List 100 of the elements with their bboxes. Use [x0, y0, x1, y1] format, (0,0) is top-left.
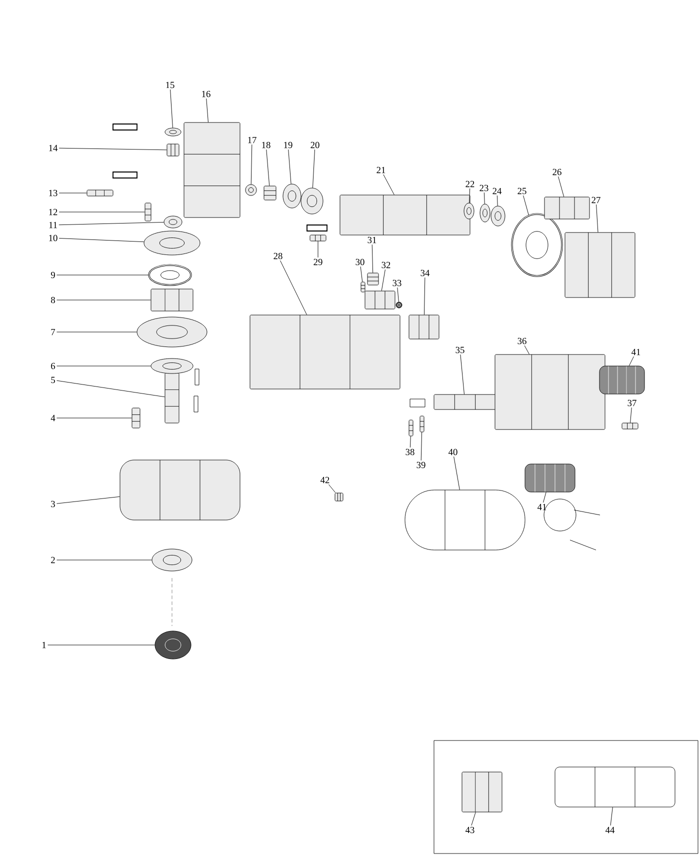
leader-line — [58, 238, 144, 242]
screw-drawing — [420, 416, 424, 432]
leader-line — [372, 244, 374, 273]
leader-line — [250, 144, 252, 185]
washer-drawing — [300, 188, 324, 214]
brush-holder-drawing — [364, 290, 396, 310]
leader-line — [410, 436, 411, 448]
leader-line — [381, 269, 386, 291]
callout-number: 30 — [356, 258, 364, 266]
bearing-drawing — [480, 204, 490, 222]
motor-housing-drawing — [250, 314, 400, 390]
leader-line — [496, 195, 498, 206]
callout-number: 20 — [310, 142, 320, 148]
cable-clamp-drawing — [334, 492, 344, 502]
callout-number: 15 — [166, 82, 174, 88]
screw-drawing — [132, 408, 140, 428]
callout-number: 29 — [314, 258, 322, 266]
leader-line — [596, 204, 598, 233]
callout-number: 41 — [632, 348, 640, 356]
washer-drawing — [464, 202, 474, 220]
nut-drawing — [245, 184, 257, 196]
bearing-plate-drawing — [136, 316, 208, 348]
leader-line — [543, 492, 546, 503]
leader-line — [424, 277, 426, 315]
seal-drawing — [144, 230, 200, 256]
callout-number: 19 — [284, 142, 292, 148]
screw-drawing — [622, 422, 638, 430]
leader-line — [524, 345, 530, 354]
callout-number: 32 — [382, 262, 390, 268]
bearing-drawing — [164, 216, 182, 228]
callout-number: 34 — [420, 270, 430, 276]
callout-number: 2 — [51, 556, 55, 564]
screw-drawing — [408, 420, 414, 436]
screw-drawing — [310, 234, 326, 242]
callout-number: 37 — [628, 400, 636, 406]
callout-number: 21 — [376, 166, 386, 174]
callout-number: 44 — [606, 826, 615, 834]
bearing-drawing — [490, 206, 506, 226]
baffle-drawing — [511, 213, 563, 277]
leader-line — [630, 407, 632, 423]
spindle-drawing — [164, 372, 180, 424]
callout-number: 17 — [248, 136, 256, 144]
callout-number: 3 — [51, 500, 55, 508]
leader-line — [312, 149, 315, 188]
callout-number: 1 — [42, 642, 46, 648]
spanner-drawing — [554, 766, 676, 808]
grip-pad-drawing — [524, 464, 576, 492]
leader-line — [454, 456, 460, 490]
bolt-drawing — [544, 196, 590, 220]
callout-number: 4 — [50, 414, 56, 422]
callout-number: 40 — [448, 448, 458, 456]
leader-line — [266, 149, 270, 186]
leader-line — [206, 98, 208, 122]
leader-line — [558, 176, 564, 198]
callout-number: 27 — [592, 196, 600, 204]
callout-number: 43 — [466, 826, 474, 834]
bearing-drawing — [264, 186, 276, 200]
leader-line — [58, 222, 164, 226]
callout-number: 26 — [552, 168, 562, 176]
callout-number: 41 — [538, 504, 546, 510]
callout-number: 28 — [274, 252, 282, 260]
callout-number: 10 — [49, 234, 58, 242]
pin-drawing — [144, 202, 152, 222]
leader-line — [628, 356, 634, 366]
leader-line — [471, 812, 476, 826]
leader-line — [360, 266, 363, 282]
callout-number: 14 — [49, 144, 58, 152]
screw-drawing — [86, 190, 114, 196]
callout-number: 22 — [466, 180, 474, 188]
callout-number: 23 — [480, 184, 488, 192]
bearing-drawing — [282, 184, 302, 208]
leader-line — [328, 484, 336, 493]
leader-line — [56, 274, 149, 276]
stator-drawing — [564, 232, 636, 298]
callout-number: 38 — [406, 448, 414, 456]
callout-number: 36 — [518, 338, 526, 344]
brush-drawing — [367, 272, 379, 286]
leader-line — [460, 354, 464, 394]
leader-line — [48, 644, 155, 646]
bushing-drawing — [166, 144, 180, 156]
leader-line — [484, 192, 485, 204]
leader-line — [610, 807, 613, 826]
callout-number: 9 — [50, 272, 55, 278]
callout-number: 42 — [320, 476, 330, 484]
gear-drawing — [150, 358, 194, 374]
leader-line — [170, 89, 173, 128]
leader-line — [383, 174, 394, 196]
power-cord-drawing — [404, 490, 526, 550]
leader-line — [288, 149, 292, 184]
grip-pad-drawing — [599, 366, 645, 394]
leader-line — [280, 260, 308, 315]
rear-housing-drawing — [494, 354, 606, 430]
spring-drawing — [396, 302, 402, 308]
callout-number: 13 — [49, 190, 58, 196]
callout-number: 11 — [49, 222, 57, 228]
callout-number: 25 — [518, 188, 526, 194]
gear-housing-drawing — [184, 122, 240, 218]
circlip-drawing — [148, 264, 192, 286]
leader-line — [397, 287, 399, 302]
callout-number: 7 — [51, 328, 56, 336]
